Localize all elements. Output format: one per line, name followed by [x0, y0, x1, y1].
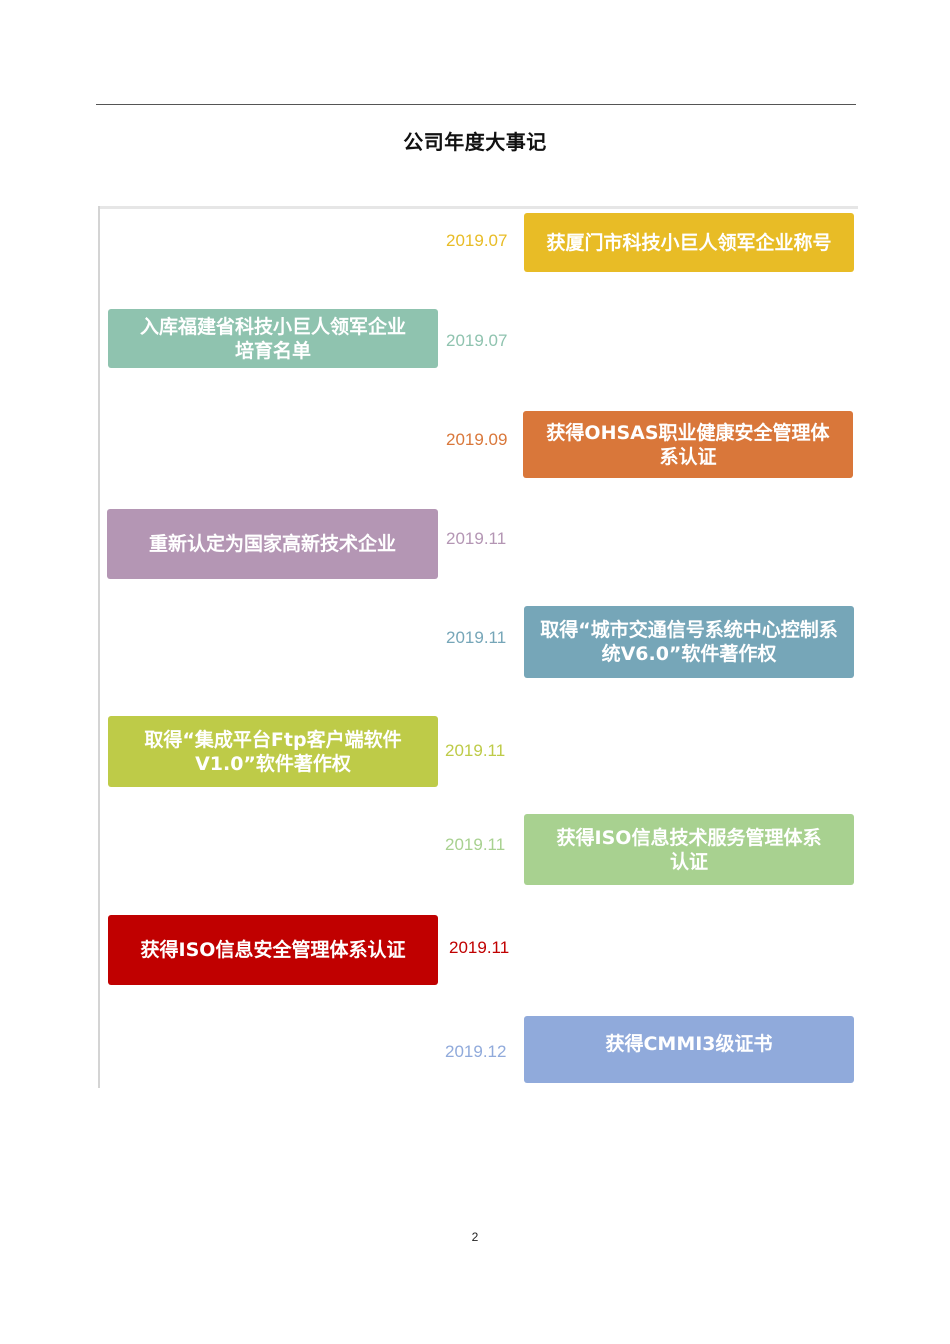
event-box: 获得OHSAS职业健康安全管理体系认证 — [523, 411, 853, 478]
event-box: 重新认定为国家高新技术企业 — [107, 509, 438, 579]
event-date: 2019.07 — [446, 231, 508, 250]
event-date: 2019.09 — [446, 430, 508, 449]
event-box: 入库福建省科技小巨人领军企业培育名单 — [108, 309, 438, 368]
event-date: 2019.11 — [445, 835, 506, 854]
event-box: 取得“城市交通信号系统中心控制系统V6.0”软件著作权 — [524, 606, 854, 678]
page-number: 2 — [471, 1230, 479, 1244]
timeline-frame — [98, 206, 858, 1088]
event-box: 取得“集成平台Ftp客户端软件V1.0”软件著作权 — [108, 716, 438, 787]
frame-top-border — [98, 206, 858, 209]
event-date: 2019.11 — [446, 628, 507, 647]
header-rule — [96, 104, 856, 105]
event-box: 获得CMMI3级证书 — [524, 1016, 854, 1083]
frame-left-border — [98, 206, 100, 1088]
event-date: 2019.11 — [446, 529, 507, 548]
event-box: 获得ISO信息安全管理体系认证 — [108, 915, 438, 985]
event-date: 2019.12 — [445, 1042, 507, 1061]
event-date: 2019.11 — [449, 938, 510, 957]
event-date: 2019.07 — [446, 331, 508, 350]
event-box: 获得ISO信息技术服务管理体系认证 — [524, 814, 854, 885]
event-box: 获厦门市科技小巨人领军企业称号 — [524, 213, 854, 272]
page-title: 公司年度大事记 — [403, 130, 547, 154]
event-date: 2019.11 — [445, 741, 506, 760]
